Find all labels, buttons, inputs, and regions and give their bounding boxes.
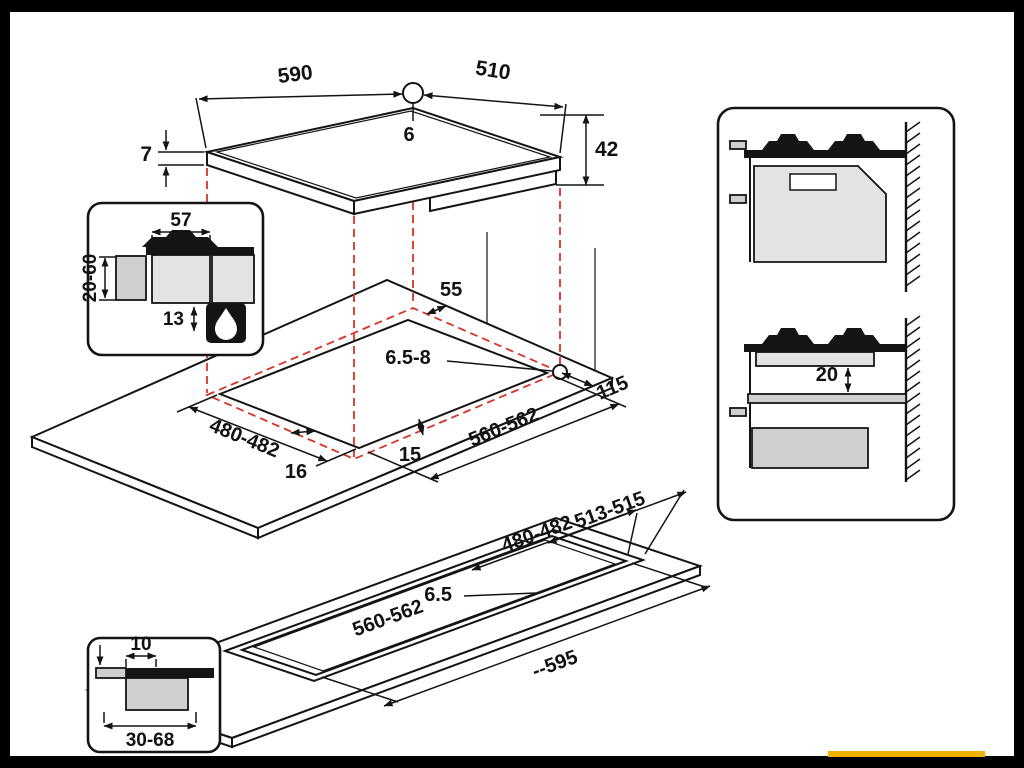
worktop-cutout-view: 55 6.5-8 115 480-482 560-562 xyxy=(29,124,632,540)
burners xyxy=(762,328,880,344)
fixing-tab xyxy=(729,407,747,417)
fixing-hole-marker xyxy=(552,364,568,380)
dim-shelf-clearance: 20 xyxy=(816,364,852,393)
dim-clearance-below-label: 13 xyxy=(163,309,184,330)
dim-overall-height-label: 42 xyxy=(595,138,618,161)
section-over-oven xyxy=(729,121,921,292)
dim-glass-thickness: 7 xyxy=(140,130,204,187)
dim-overhang-side: 16 xyxy=(285,428,316,483)
dim-worktop-thickness-label: 20-60 xyxy=(80,254,101,303)
dim-cup-width: 57 xyxy=(151,210,211,248)
hob-glass-section xyxy=(744,150,906,158)
dim-depth-label: 510 xyxy=(474,56,512,84)
worktop-section xyxy=(115,255,147,301)
burner-base xyxy=(142,237,218,247)
fixing-tab xyxy=(729,140,747,150)
hob-glass-inner-edge xyxy=(214,110,553,199)
dim-fixing-hole: 6.5-8 xyxy=(385,347,553,372)
dim-hole-label: 6 xyxy=(403,124,414,146)
shelf xyxy=(747,393,907,404)
dim-depth: 510 xyxy=(423,56,567,154)
wall-hatching xyxy=(905,315,921,481)
dim-fixing-hole-label: 6.5-8 xyxy=(385,347,431,369)
projection-line xyxy=(486,232,596,370)
projection-dashed-verticals xyxy=(206,124,561,457)
dim-overhang-front: 15 xyxy=(399,418,425,466)
dim-rear-clearance: 55 xyxy=(426,279,462,315)
worktop-rebate-section xyxy=(125,677,189,711)
dim-overall-height: 42 xyxy=(540,114,618,186)
flush-mount-view: 560-562 6.5 480-482 513-515 --595 xyxy=(84,487,711,749)
drawer-box xyxy=(751,427,869,469)
dim-hole: 6 xyxy=(402,82,424,146)
dim-width-label: 590 xyxy=(276,61,314,88)
oven-body xyxy=(753,165,887,263)
oven-vent-detail xyxy=(789,173,837,191)
flush-detail-callout: 10 30-68 xyxy=(86,634,222,754)
hob-top-view: 590 510 6 7 42 xyxy=(140,56,618,216)
dim-width: 590 xyxy=(195,61,403,149)
dim-flush-worktop-thickness-label: 30-68 xyxy=(126,730,175,751)
dim-rebate-width: 10 xyxy=(125,634,157,667)
burner-cup-housing xyxy=(151,254,211,304)
hob-body-section xyxy=(211,254,255,304)
dim-cup-width-label: 57 xyxy=(170,210,191,231)
dim-shelf-clearance-label: 20 xyxy=(816,364,838,386)
hole-marker xyxy=(402,82,424,104)
dim-glass-thickness-label: 7 xyxy=(140,143,152,166)
worktop-surface-section xyxy=(95,667,127,679)
dim-flush-worktop-thickness: 30-68 xyxy=(103,712,197,751)
glass-section xyxy=(146,247,254,255)
wall-hatching xyxy=(905,121,921,287)
burner-detail-callout: 57 20-60 13 xyxy=(80,201,265,357)
fixing-tab xyxy=(729,194,747,204)
dim-clearance-below: 13 xyxy=(163,306,198,332)
hob-body-section xyxy=(755,351,875,367)
section-over-shelf: 20 xyxy=(729,315,921,482)
hob-body-under xyxy=(429,171,557,213)
dim-worktop-thickness: 20-60 xyxy=(80,254,116,303)
dim-rebate-width-label: 10 xyxy=(130,634,151,655)
accent-bar xyxy=(828,751,985,757)
dim-overhang-side-label: 16 xyxy=(285,461,307,483)
wall-sections-panel: 20 xyxy=(716,106,956,522)
burners xyxy=(762,134,880,150)
dim-rear-clearance-label: 55 xyxy=(440,279,462,301)
dim-overhang-front-label: 15 xyxy=(399,444,421,466)
hob-glass-edge-front xyxy=(353,155,561,216)
hob-glass-section xyxy=(744,344,906,352)
gas-flame-icon xyxy=(206,303,246,343)
flush-dim-glass-edge-label: 6.5 xyxy=(424,584,452,606)
flush-glass-section xyxy=(126,668,214,678)
